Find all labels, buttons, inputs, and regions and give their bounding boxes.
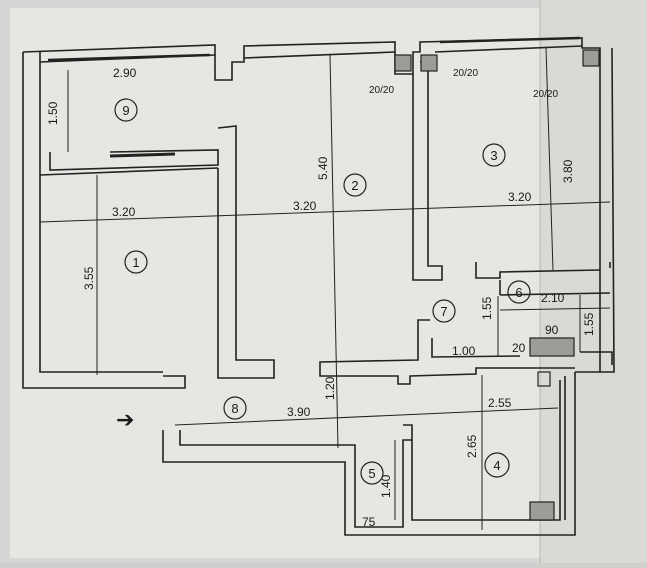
- dim-room4-depth: 2.65: [465, 434, 479, 458]
- wall-room5: [179, 424, 413, 528]
- wall-top-inner-3: [434, 45, 583, 53]
- wall-room1-right: [217, 125, 275, 379]
- room-5-circle: [360, 461, 384, 485]
- wall-left-outer: [22, 52, 186, 389]
- column-1: [394, 54, 412, 72]
- dim-col-a: 20/20: [369, 85, 394, 96]
- walls: [22, 37, 615, 536]
- wall-top-inner-2: [243, 51, 396, 59]
- dim-room5-width: 75: [362, 515, 376, 529]
- room-6-circle: [507, 280, 531, 304]
- room-1-circle: [124, 250, 148, 274]
- entrance-arrow-icon: ➔: [116, 407, 134, 432]
- room-4-circle: [484, 452, 510, 478]
- wall-corridor: [319, 319, 575, 385]
- dimension-labels: 2.90 1.50 3.20 3.55 3.20 5.40 3.20 3.80 …: [46, 66, 596, 529]
- paper-sheet-right: [540, 0, 647, 563]
- room-9-circle: [114, 98, 138, 122]
- dim-room2-depth: 5.40: [316, 156, 330, 180]
- room-8-label: 8: [231, 401, 238, 416]
- columns: [394, 49, 600, 521]
- dim-col-c: 20/20: [533, 89, 558, 100]
- dim-room1-width: 3.20: [112, 205, 136, 219]
- dim-room3-depth: 3.80: [561, 159, 575, 183]
- dim-hall-width: 3.90: [287, 405, 311, 419]
- window-top-3: [439, 36, 581, 44]
- room-7-circle: [432, 299, 456, 323]
- room-9-label: 9: [122, 103, 129, 118]
- dim-col-b: 20/20: [453, 68, 478, 79]
- room-3-circle: [482, 143, 506, 167]
- dim-room3-width: 3.20: [508, 190, 532, 204]
- dimension-lines: [39, 36, 611, 530]
- column-4: [529, 337, 575, 357]
- dim-room6-width: 2.10: [541, 291, 565, 305]
- paper-sheet: [10, 8, 540, 558]
- room-labels: 9 1 2 3 6 7 8 5 4: [122, 103, 522, 481]
- room-7-label: 7: [440, 304, 447, 319]
- wall-room7: [431, 338, 521, 358]
- wall-left-inner: [39, 52, 163, 373]
- dim-room7-width: 1.00: [452, 344, 476, 358]
- column-2: [420, 54, 438, 72]
- window-9: [109, 152, 176, 158]
- wall-hall-outer: [162, 372, 576, 536]
- dim-col-90: 90: [545, 323, 559, 337]
- dim-room4-width: 2.55: [488, 396, 512, 410]
- room-8-circle: [223, 396, 247, 420]
- wall-room4: [411, 380, 561, 521]
- wall-balcony-9: [49, 149, 219, 171]
- room-5-label: 5: [368, 466, 375, 481]
- dim-room2-width: 3.20: [293, 199, 317, 213]
- room-markers: [114, 98, 531, 485]
- wall-room6-top: [499, 292, 611, 296]
- room-4-label: 4: [493, 458, 500, 473]
- dim-room9-depth: 1.50: [46, 101, 60, 125]
- dim-line-room2-depth: [329, 54, 339, 449]
- dim-room1-depth: 3.55: [82, 266, 96, 290]
- room-1-label: 1: [132, 255, 139, 270]
- dim-line-width-1-2-3: [39, 201, 611, 223]
- column-5: [529, 501, 555, 521]
- room-2-circle: [343, 173, 367, 197]
- shaft-box: [537, 371, 551, 387]
- wall-top-outer: [22, 37, 601, 372]
- dim-room6-depth: 1.55: [582, 312, 596, 336]
- wall-room3-bottom: [475, 262, 601, 279]
- room-6-label: 6: [515, 285, 522, 300]
- wall-right-outer: [575, 47, 615, 373]
- dim-room7-depth: 1.55: [480, 296, 494, 320]
- dim-hall-depth: 1.20: [323, 376, 337, 400]
- room-3-label: 3: [490, 148, 497, 163]
- column-3: [582, 49, 600, 67]
- dim-room5-depth: 1.40: [379, 474, 393, 498]
- dim-room9-width: 2.90: [113, 66, 137, 80]
- dim-col-20: 20: [512, 341, 526, 355]
- dim-line-room3-depth: [545, 47, 554, 271]
- window-top-9: [47, 53, 211, 62]
- wall-room1-top: [39, 167, 219, 176]
- wall-room6-right: [580, 351, 613, 365]
- dim-line-hall-width: [174, 407, 559, 426]
- dim-line-room6-width: [499, 307, 611, 311]
- room-2-label: 2: [351, 178, 358, 193]
